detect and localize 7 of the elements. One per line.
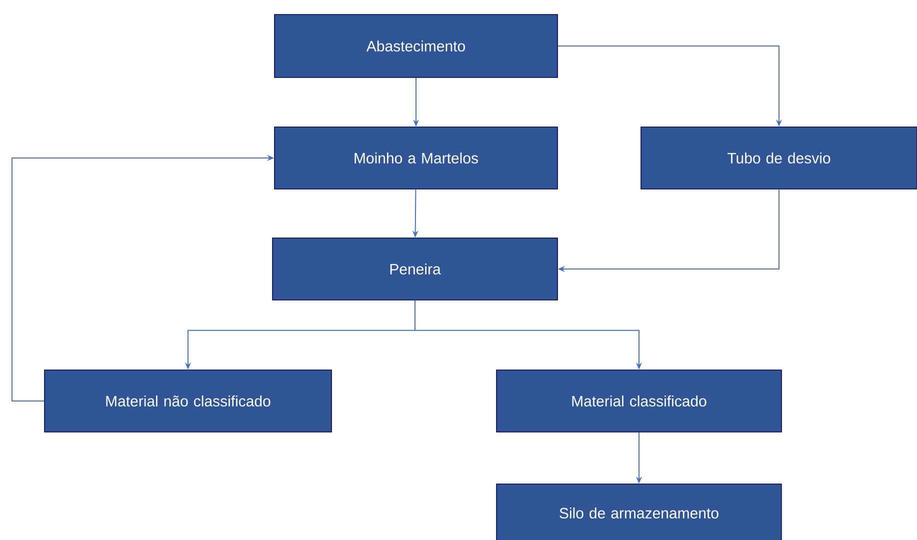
process-box: Material não classificado — [44, 370, 332, 432]
process-box: Tubo de desvio — [640, 126, 917, 190]
process-box: Peneira — [272, 238, 558, 300]
process-box: Silo de armazenamento — [496, 484, 782, 540]
process-box: Material classificado — [496, 370, 782, 432]
process-box: Moinho a Martelos — [274, 126, 558, 190]
process-box: Abastecimento — [274, 14, 558, 78]
